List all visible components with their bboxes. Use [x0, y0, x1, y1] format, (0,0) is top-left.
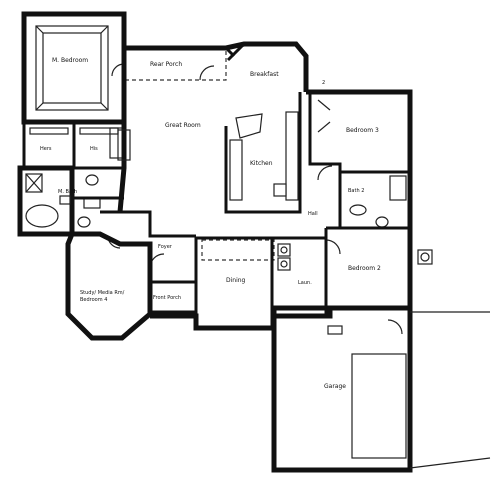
- dining-room: Dining: [194, 236, 275, 330]
- label-front-porch: Front Porch: [153, 295, 181, 301]
- label-laundry: Laun.: [298, 280, 312, 286]
- rear-porch-area: Rear Porch: [123, 46, 236, 81]
- dimension-mark: 2: [322, 80, 325, 86]
- garage-room: Garage: [271, 305, 491, 473]
- breakfast-area: Breakfast 2: [226, 42, 325, 86]
- great-room-area: Great Room: [117, 122, 201, 161]
- closets-area: Hers His: [22, 120, 126, 170]
- kitchen-area: Kitchen: [224, 92, 302, 214]
- label-dining: Dining: [226, 277, 246, 284]
- study-room: Study/ Media Rm/ Bedroom 4: [65, 231, 153, 341]
- label-master-bedroom: M. Bedroom: [52, 57, 88, 64]
- hall-area: Hall: [308, 165, 333, 217]
- laundry-room: Laun.: [270, 236, 328, 318]
- label-study-line2: Bedroom 4: [80, 297, 107, 303]
- label-bath-2: Bath 2: [348, 188, 364, 194]
- bath-2-room: Bath 2: [338, 170, 412, 230]
- bedroom-3-room: Bedroom 3: [308, 92, 410, 174]
- master-bedroom-room: M. Bedroom: [21, 11, 127, 125]
- label-garage: Garage: [324, 383, 346, 390]
- label-bedroom-3: Bedroom 3: [346, 127, 379, 134]
- master-bath-room: M. Bath: [17, 165, 101, 237]
- label-study-line1: Study/ Media Rm/: [80, 290, 125, 296]
- label-hers: Hers: [40, 146, 52, 152]
- label-kitchen: Kitchen: [250, 160, 273, 167]
- label-his: His: [90, 146, 98, 152]
- label-rear-porch: Rear Porch: [150, 61, 182, 68]
- front-porch-area: Front Porch: [148, 280, 198, 314]
- main-house-walls: [117, 41, 413, 331]
- label-master-bath: M. Bath: [58, 189, 77, 195]
- bedroom-2-room: Bedroom 2: [324, 226, 433, 308]
- label-bedroom-2: Bedroom 2: [348, 265, 381, 272]
- label-great-room: Great Room: [165, 122, 201, 129]
- master-wing-connector: [59, 166, 124, 205]
- label-hall: Hall: [308, 211, 318, 217]
- label-breakfast: Breakfast: [250, 71, 279, 78]
- label-foyer: Foyer: [158, 244, 173, 250]
